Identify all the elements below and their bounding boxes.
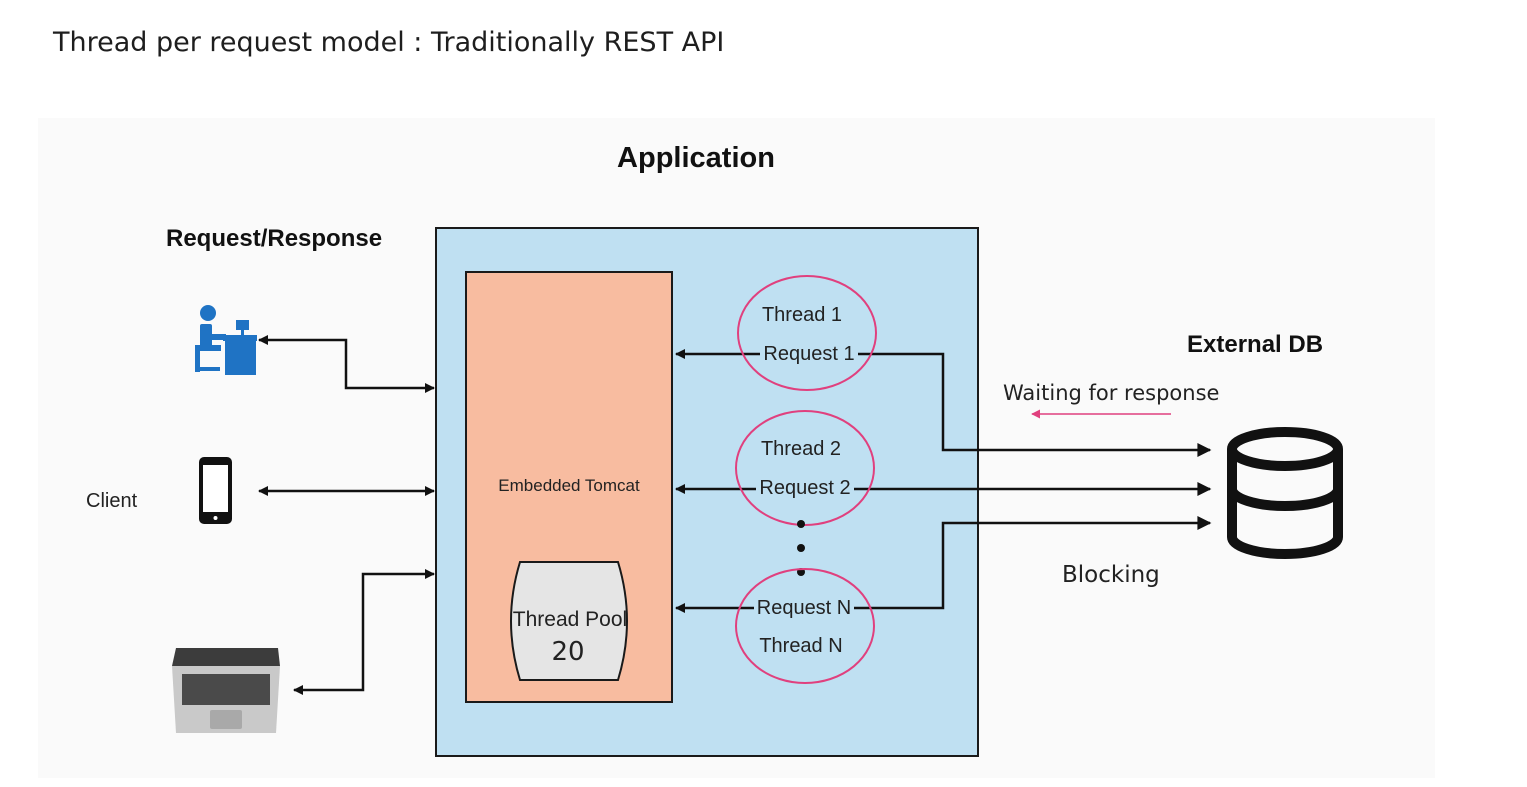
- waiting-for-response-label: Waiting for response: [1003, 381, 1219, 405]
- slide-title: Thread per request model : Traditionally…: [53, 27, 725, 58]
- blocking-label: Blocking: [1062, 562, 1160, 588]
- request-n-label: Request N: [757, 597, 852, 619]
- request-2-label: Request 2: [759, 477, 850, 499]
- thread-pool-label: Thread Pool: [513, 608, 627, 631]
- laptop-connector: [293, 569, 435, 695]
- request-1-label: Request 1: [763, 343, 854, 365]
- desktop-connector: [258, 335, 435, 393]
- thread-1-circle: [737, 275, 877, 391]
- client-label: Client: [86, 490, 138, 512]
- thread-n-circle: [735, 568, 875, 684]
- external-db-label: External DB: [1187, 331, 1323, 358]
- ellipsis-dot: [797, 544, 805, 552]
- thread-n-label: Thread N: [759, 635, 842, 657]
- thread-pool-shape: [510, 561, 628, 681]
- thread-1-label: Thread 1: [762, 304, 842, 326]
- desktop-user-icon: [195, 305, 257, 375]
- thread-1-request-label-bg: [760, 341, 858, 365]
- thread-2-request-label-bg: [756, 476, 854, 500]
- thread-n-request-label-bg: [754, 595, 854, 619]
- database-icon: [1227, 427, 1343, 559]
- thread-2-circle: [735, 410, 875, 526]
- ellipsis-dot: [797, 520, 805, 528]
- request-response-label: Request/Response: [166, 225, 382, 252]
- thread-pool-size: 20: [551, 637, 584, 667]
- application-label: Application: [617, 142, 775, 174]
- smartphone-icon: [199, 457, 232, 524]
- embedded-tomcat-label: Embedded Tomcat: [498, 476, 640, 495]
- laptop-icon: [172, 648, 280, 733]
- thread-2-label: Thread 2: [761, 438, 841, 460]
